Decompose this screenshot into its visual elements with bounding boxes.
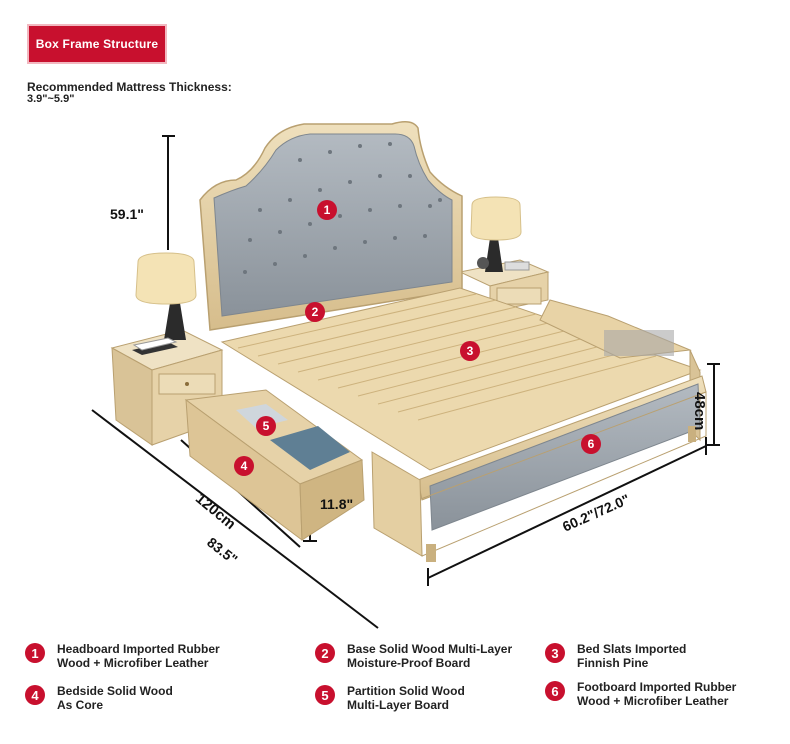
legend-number: 6 <box>545 681 565 701</box>
legend-line-1: Bed Slats Imported <box>577 642 687 656</box>
legend-line-2: Multi-Layer Board <box>347 698 450 712</box>
marker-6: 6 <box>581 434 601 454</box>
legend-line-1: Base Solid Wood Multi-Layer <box>347 642 513 656</box>
marker-4: 4 <box>234 456 254 476</box>
legend-line-2: Finnish Pine <box>577 656 649 670</box>
headboard-height-label: 59.1" <box>110 206 144 222</box>
legend-line-2: Wood + Microfiber Leather <box>57 656 209 670</box>
legend-line-2: Wood + Microfiber Leather <box>577 694 729 708</box>
legend-number: 2 <box>315 643 335 663</box>
title-badge: Box Frame Structure <box>27 24 167 64</box>
width-line <box>427 437 707 586</box>
books-left <box>132 337 178 355</box>
legend-line-2: Moisture-Proof Board <box>347 656 471 670</box>
title-text: Box Frame Structure <box>35 37 159 51</box>
legend-line-1: Headboard Imported Rubber <box>57 642 220 656</box>
right-lamp <box>470 196 530 272</box>
legend-number: 5 <box>315 685 335 705</box>
left-lamp <box>135 252 197 340</box>
headboard-height-line <box>162 135 175 250</box>
footboard <box>371 375 707 562</box>
mattress-thickness-label: Recommended Mattress Thickness: <box>27 80 232 94</box>
legend-line-1: Partition Solid Wood <box>347 684 465 698</box>
marker-2: 2 <box>305 302 325 322</box>
drawer-height-label: 11.8" <box>320 496 354 512</box>
legend-line-2: As Core <box>57 698 104 712</box>
marker-3: 3 <box>460 341 480 361</box>
marker-5: 5 <box>256 416 276 436</box>
side-height-label: 48cm <box>691 392 708 431</box>
side-height-line <box>707 363 720 446</box>
legend-line-1: Bedside Solid Wood <box>57 684 173 698</box>
legend-line-1: Footboard Imported Rubber <box>577 680 737 694</box>
mattress-thickness-value: 3.9"~5.9" <box>27 93 75 105</box>
legend-number: 3 <box>545 643 565 663</box>
headboard <box>199 121 463 331</box>
side-storage <box>539 299 701 442</box>
length-line <box>91 409 379 629</box>
legend-number: 4 <box>25 685 45 705</box>
legend-number: 1 <box>25 643 45 663</box>
marker-1: 1 <box>317 200 337 220</box>
